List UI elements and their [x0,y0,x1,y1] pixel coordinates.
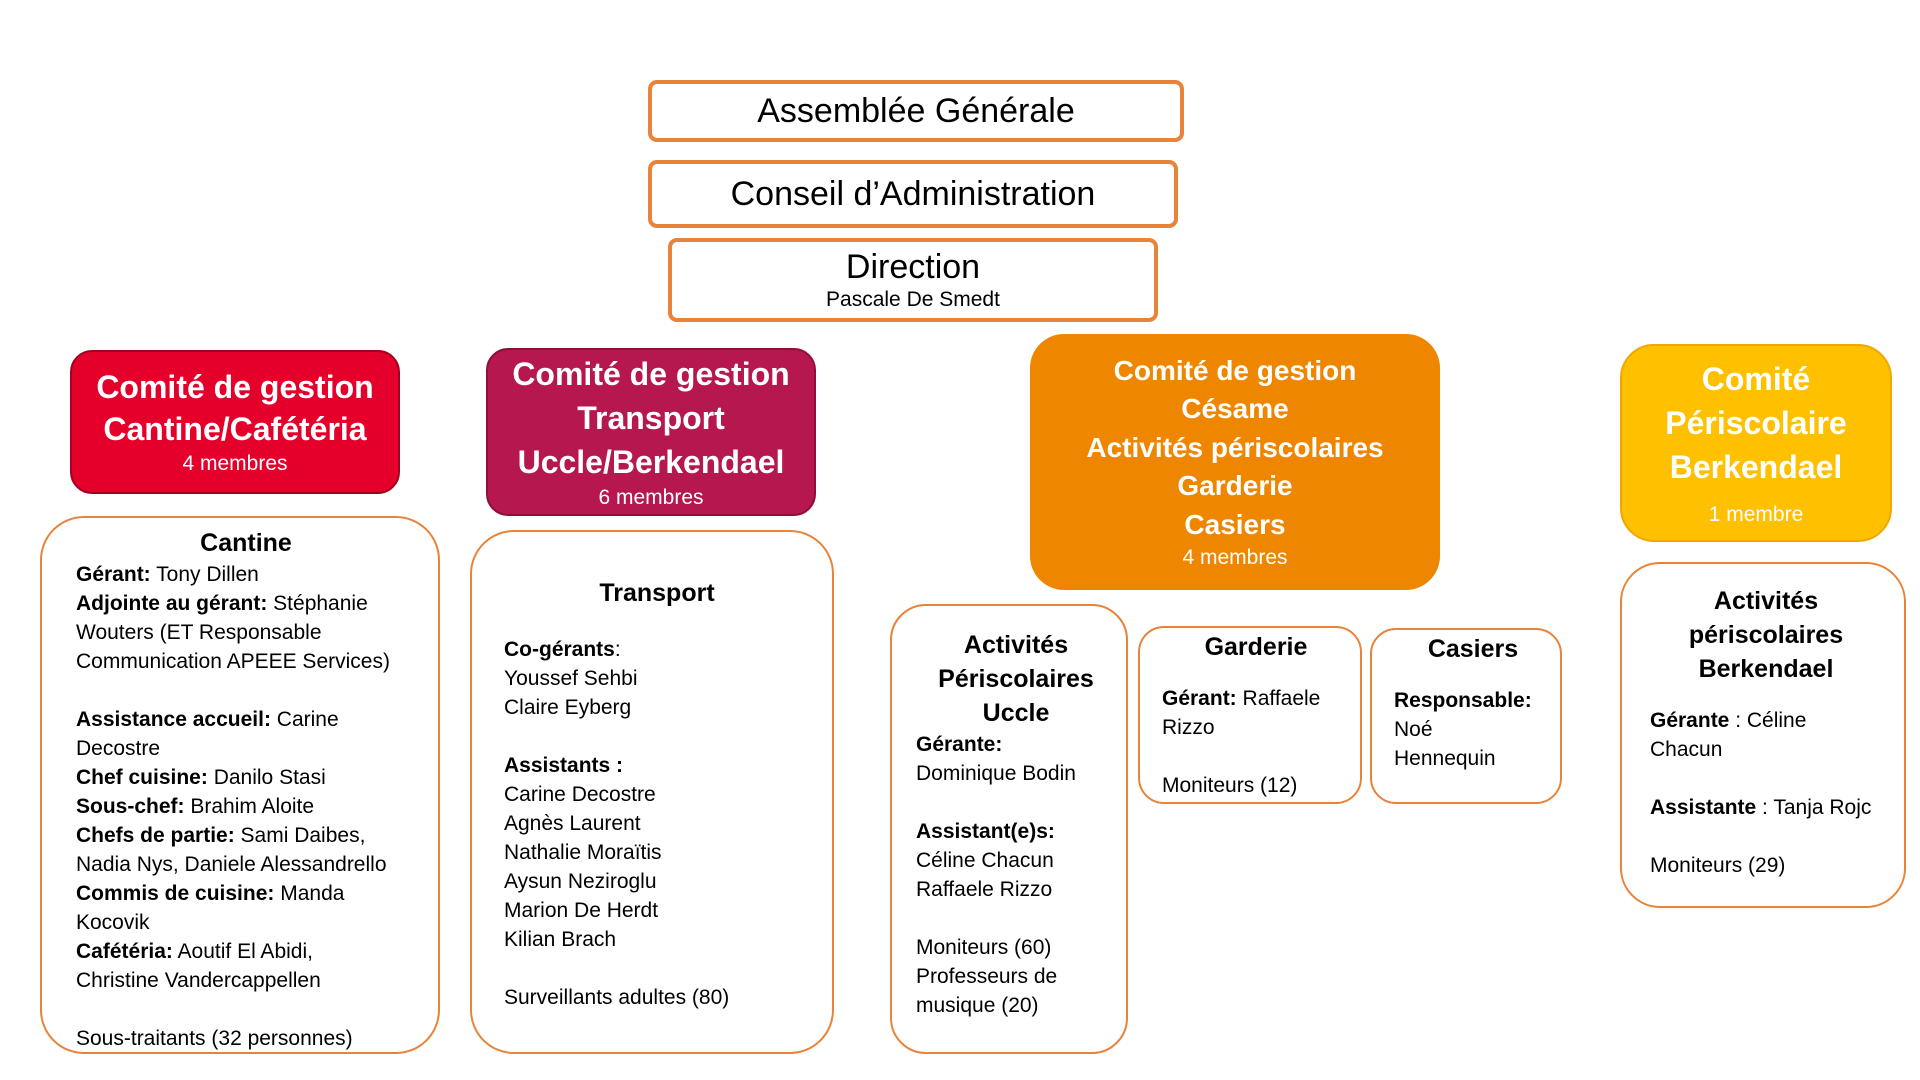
assemblee-generale-label: Assemblée Générale [757,92,1075,130]
comite-transport-members: 6 membres [598,486,704,509]
comite-periscolaire-members: 1 membre [1708,503,1804,526]
transport-assistant-item: Aysun Neziroglu [504,870,657,893]
transport-surveillants: Surveillants adultes (80) [504,986,730,1009]
transport-assistant-item: Carine Decostre [504,783,656,806]
comite-cesame-box: Comité de gestion Césame Activités péris… [1030,334,1440,590]
cantine-commis: Commis de cuisine: Manda [76,882,345,905]
transport-cogerant-item: Claire Eyberg [504,696,632,719]
cantine-accueil: Assistance accueil: Carine [76,708,339,731]
conseil-administration-box: Conseil d’Administration [648,160,1178,228]
activites-berkendael-heading: Activités périscolaires Berkendael [1688,587,1844,683]
direction-name: Pascale De Smedt [826,288,1000,311]
transport-cogerant-item: Youssef Sehbi [504,667,638,690]
conseil-administration-label: Conseil d’Administration [730,175,1096,213]
transport-assistant-item: Nathalie Moraïtis [504,841,662,864]
cantine-adjointe-cont2: Communication APEEE Services) [76,650,390,673]
cantine-gerant: Gérant: Tony Dillen [76,563,259,586]
activites-berkendael-moniteurs: Moniteurs (29) [1650,854,1786,877]
activites-uccle-moniteurs: Moniteurs (60) [916,936,1052,959]
casiers-heading: Casiers [1427,635,1519,663]
transport-heading: Transport [599,579,715,607]
garderie-gerant-cont: Rizzo [1162,716,1215,739]
cantine-adjointe: Adjointe au gérant: Stéphanie [76,592,368,615]
transport-assistant-item: Marion De Herdt [504,899,659,922]
cantine-soustraitants: Sous-traitants (32 personnes) [76,1027,353,1050]
casiers-responsable-name: Noé [1394,718,1433,741]
cantine-cafeteria: Cafétéria: Aoutif El Abidi, [76,940,313,963]
cantine-accueil-cont: Decostre [76,737,161,760]
comite-periscolaire-box: Comité Périscolaire Berkendael 1 membre [1620,344,1892,542]
activites-berkendael-box: Activités périscolaires Berkendael Géran… [1620,562,1906,908]
cantine-heading: Cantine [200,529,292,557]
activites-berkendael-gerante: Gérante : Céline [1650,709,1807,732]
direction-label: Direction [845,248,981,286]
garderie-heading: Garderie [1204,633,1308,661]
activites-uccle-assistant-item: Céline Chacun [916,849,1054,872]
comite-cesame-title: Comité de gestion Césame Activités péris… [1086,354,1384,540]
activites-uccle-gerante: Dominique Bodin [916,762,1076,785]
activites-uccle-heading: Activités Périscolaires Uccle [938,631,1094,727]
activites-berkendael-gerante-cont: Chacun [1650,738,1723,761]
comite-transport-title: Comité de gestion Transport Uccle/Berken… [512,356,790,480]
casiers-responsable-label: Responsable: [1394,689,1532,712]
garderie-gerant: Gérant: Raffaele [1162,687,1321,710]
comite-cesame-members: 4 membres [1182,546,1288,570]
activites-uccle-assistant-item: Raffaele Rizzo [916,878,1053,901]
assemblee-generale-box: Assemblée Générale [648,80,1184,142]
comite-periscolaire-title: Comité Périscolaire Berkendael [1665,361,1847,485]
transport-cogerants-label: Co-gérants: [504,638,621,661]
activites-uccle-professeurs-cont: musique (20) [916,994,1039,1017]
comite-transport-box: Comité de gestion Transport Uccle/Berken… [486,348,816,516]
cantine-souschef: Sous-chef: Brahim Aloite [76,795,315,818]
cantine-cafeteria-cont: Christine Vandercappellen [76,969,321,992]
cantine-commis-cont: Kocovik [76,911,150,934]
casiers-responsable-name: Hennequin [1394,747,1496,770]
cantine-chef: Chef cuisine: Danilo Stasi [76,766,326,789]
garderie-box: Garderie Gérant: Raffaele Rizzo Moniteur… [1138,626,1362,804]
transport-detail-box: Transport Co-gérants: Youssef Sehbi Clai… [470,530,834,1054]
cantine-partie: Chefs de partie: Sami Daibes, [76,824,366,847]
direction-box: Direction Pascale De Smedt [668,238,1158,322]
comite-cantine-members: 4 membres [182,452,288,475]
activites-uccle-professeurs: Professeurs de [916,965,1058,988]
activites-berkendael-assistante: Assistante : Tanja Rojc [1650,796,1872,819]
comite-cantine-box: Comité de gestion Cantine/Cafétéria 4 me… [70,350,400,494]
activites-uccle-assistants-label: Assistant(e)s: [916,820,1055,843]
comite-cantine-title: Comité de gestion Cantine/Cafétéria [96,369,374,447]
activites-uccle-gerante-label: Gérante: [916,733,1003,756]
garderie-moniteurs: Moniteurs (12) [1162,774,1298,797]
cantine-detail-box: Cantine Gérant: Tony Dillen Adjointe au … [40,516,440,1054]
activites-uccle-box: Activités Périscolaires Uccle Gérante: D… [890,604,1128,1054]
transport-assistants-label: Assistants : [504,754,624,777]
transport-assistant-item: Kilian Brach [504,928,617,951]
transport-assistant-item: Agnès Laurent [504,812,641,835]
cantine-adjointe-cont1: Wouters (ET Responsable [76,621,322,644]
cantine-partie-cont: Nadia Nys, Daniele Alessandrello [76,853,387,876]
casiers-box: Casiers Responsable: Noé Hennequin [1370,628,1562,804]
